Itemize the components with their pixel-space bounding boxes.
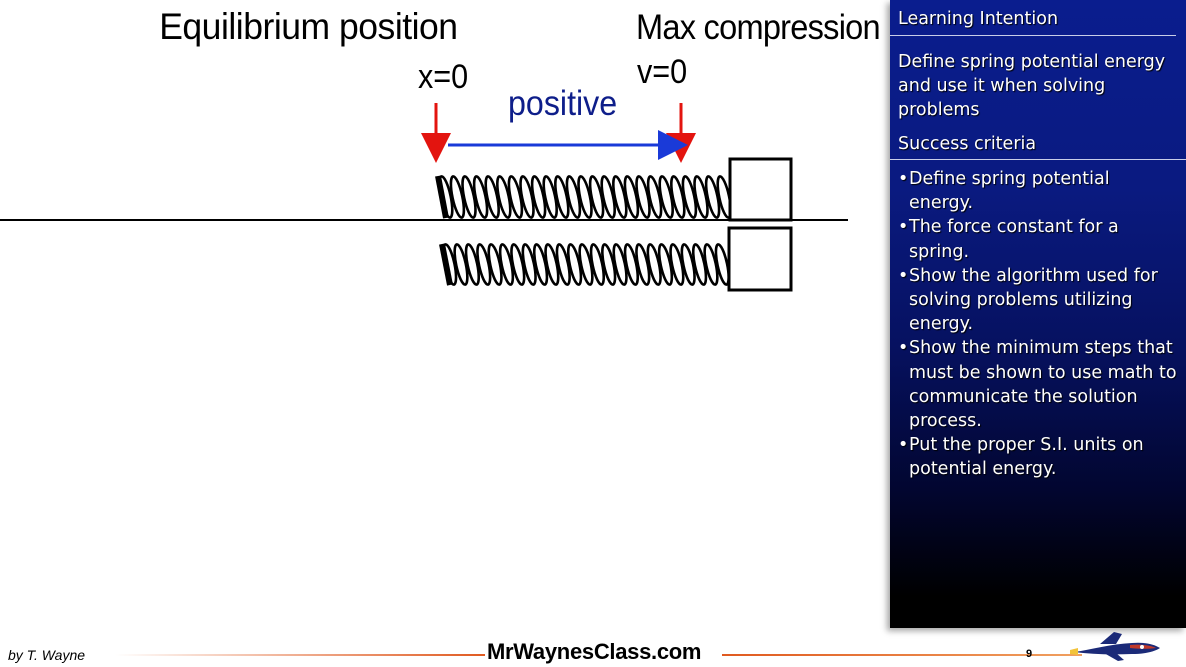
v-zero-label: v=0 [637,53,688,91]
spring-coil [714,243,730,286]
footer-divider-left [115,654,485,656]
spring-coil [658,175,674,219]
spring-coil [635,243,651,286]
criteria-item: Show the minimum steps that must be show… [898,336,1178,433]
learning-intention-text: Define spring potential energy and use i… [898,52,1166,120]
spring-coil [623,243,640,286]
spring-coil [453,243,469,286]
author-credit: by T. Wayne [8,647,86,663]
spring-coil [612,175,628,219]
learning-intention-heading: Learning Intention [890,0,1176,36]
bottom-spring [439,243,730,286]
spring-coil [635,175,651,219]
spring-coil [646,175,663,219]
top-spring [435,175,732,219]
spring-coil [519,175,535,219]
spring-coil [510,243,526,286]
bottom-block [727,226,793,292]
criteria-item: Show the algorithm used for solving prob… [898,264,1178,337]
spring-coil [693,175,709,219]
criteria-item: Put the proper S.I. units on potential e… [898,433,1178,481]
spring-coil [691,243,708,286]
criteria-item: The force constant for a spring. [898,215,1178,263]
spring-coil [464,243,481,286]
spring-coil [484,175,500,219]
spring-coil [578,243,594,286]
spring-coil [472,175,489,219]
spring-coil [589,243,606,286]
spring-coil [544,243,560,286]
spring-coil [487,243,503,286]
spring-coil [577,175,593,219]
spring-coil [612,243,628,286]
learning-panel: Learning Intention Define spring potenti… [890,0,1186,628]
spring-coil [646,243,662,286]
site-name: MrWaynesClass.com [487,639,702,664]
spring-coil [476,243,492,286]
spring-coil [449,175,466,219]
positive-direction-label: positive [508,84,618,123]
max-compression-title: Max compression [636,8,881,47]
x-zero-label: x=0 [418,58,469,96]
spring-coil [623,175,640,219]
success-criteria-list: Define spring potential energy. The forc… [890,160,1186,482]
spring-coil [496,175,512,219]
spring-coil [555,243,571,286]
spring-coil [704,175,721,219]
spring-coil [542,175,558,219]
spring-coil [521,243,537,286]
spring-coil [565,175,582,219]
spring-coil [601,243,617,286]
criteria-item: Define spring potential energy. [898,167,1178,215]
spring-coil [461,175,477,219]
spring-coil [600,175,616,219]
equilibrium-title: Equilibrium position [159,6,458,47]
spring-coil [703,243,719,286]
spring-coil [554,175,570,219]
spring-coil [507,175,524,219]
spring-diagram [0,103,848,292]
spring-coil [681,175,698,219]
spring-coil [657,243,674,286]
spring-end [435,175,449,219]
spring-coil [680,243,696,286]
spring-coil [588,175,605,219]
footer-divider-right [722,654,1082,656]
success-criteria-heading: Success criteria [890,130,1186,160]
spring-coil [530,175,547,219]
page-number: 9 [1026,648,1033,660]
spring-coil [669,243,685,286]
spring-coil [670,175,686,219]
top-block [728,157,793,222]
spring-coil [498,243,515,286]
spring-coil [566,243,583,286]
spring-coil [532,243,549,286]
spring-end [439,243,453,286]
rocket-logo-icon [1070,632,1160,661]
